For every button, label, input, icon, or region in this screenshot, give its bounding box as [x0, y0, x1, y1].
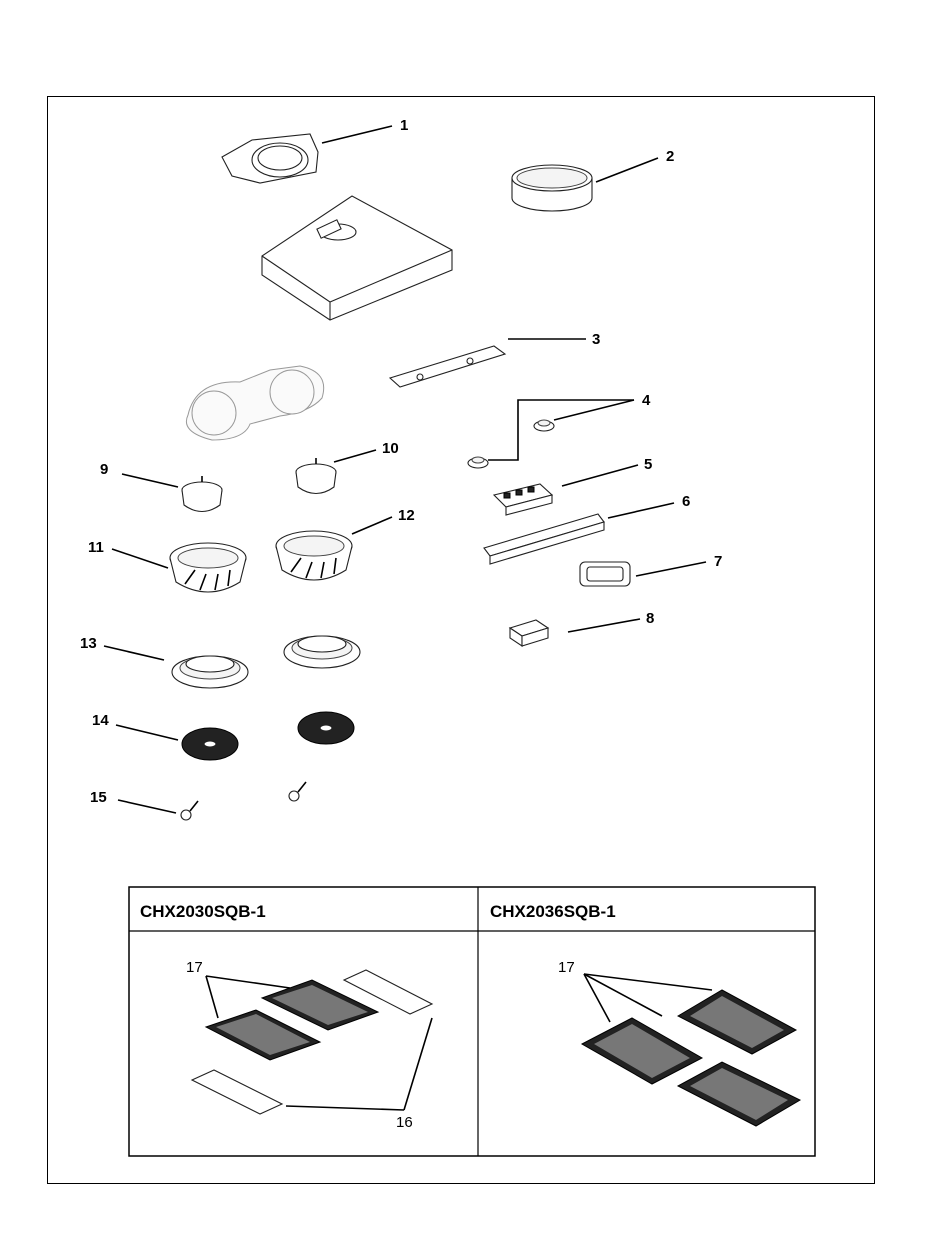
part-1-mounting-plate	[222, 134, 318, 183]
left-leader-17a	[206, 976, 218, 1018]
part-11-blower-wheel	[170, 543, 246, 592]
leader-15	[118, 800, 176, 813]
right-label-17: 17	[558, 959, 575, 976]
leader-5	[562, 465, 638, 486]
leader-2	[596, 158, 658, 182]
callout-13: 13	[80, 635, 97, 652]
model-header-left: CHX2030SQB-1	[140, 902, 266, 921]
leader-4b	[554, 400, 634, 420]
part-8-junction-box	[510, 620, 548, 646]
leader-9	[122, 474, 178, 487]
left-leader-16b	[404, 1018, 432, 1110]
leader-4a	[488, 400, 634, 460]
part-6-light-strip	[484, 514, 604, 564]
part-7-light-cover	[580, 562, 630, 586]
leader-7	[636, 562, 706, 576]
callout-8: 8	[646, 610, 654, 627]
blower-housing	[186, 366, 323, 440]
leader-6	[608, 503, 674, 518]
part-15-screw	[181, 782, 306, 820]
part-5-switch	[494, 484, 552, 515]
leader-11	[112, 549, 168, 568]
left-label-17: 17	[186, 959, 203, 976]
callout-15: 15	[90, 789, 107, 806]
right-leader-17c	[584, 974, 712, 990]
callout-12: 12	[398, 507, 415, 524]
leader-8	[568, 619, 640, 632]
callout-10: 10	[382, 440, 399, 457]
part-14-round-filter	[182, 712, 354, 760]
part-13-blower-ring	[172, 636, 360, 688]
leader-13	[104, 646, 164, 660]
left-leader-17b	[206, 976, 290, 988]
leader-1	[322, 126, 392, 143]
leader-10	[334, 450, 376, 462]
left-charcoal-filters	[192, 970, 432, 1114]
part-10-motor	[296, 458, 336, 494]
callout-9: 9	[100, 461, 108, 478]
callout-4: 4	[642, 392, 651, 409]
part-9-motor	[182, 476, 222, 512]
part-2-duct-collar	[512, 165, 592, 211]
callout-5: 5	[644, 456, 652, 473]
left-leader-16a	[286, 1106, 404, 1110]
range-hood-body	[262, 196, 452, 320]
callout-3: 3	[592, 331, 600, 348]
callout-6: 6	[682, 493, 690, 510]
model-header-right: CHX2036SQB-1	[490, 902, 616, 921]
part-12-blower-wheel	[276, 531, 352, 580]
callout-11: 11	[88, 539, 104, 556]
left-label-16: 16	[396, 1114, 413, 1131]
right-charcoal-filters	[582, 990, 800, 1126]
callout-7: 7	[714, 553, 722, 570]
callout-14: 14	[92, 712, 109, 729]
callout-1: 1	[400, 117, 408, 134]
callout-2: 2	[666, 148, 674, 165]
leader-12	[352, 517, 392, 534]
leader-14	[116, 725, 178, 740]
part-3-control-panel	[390, 346, 505, 387]
